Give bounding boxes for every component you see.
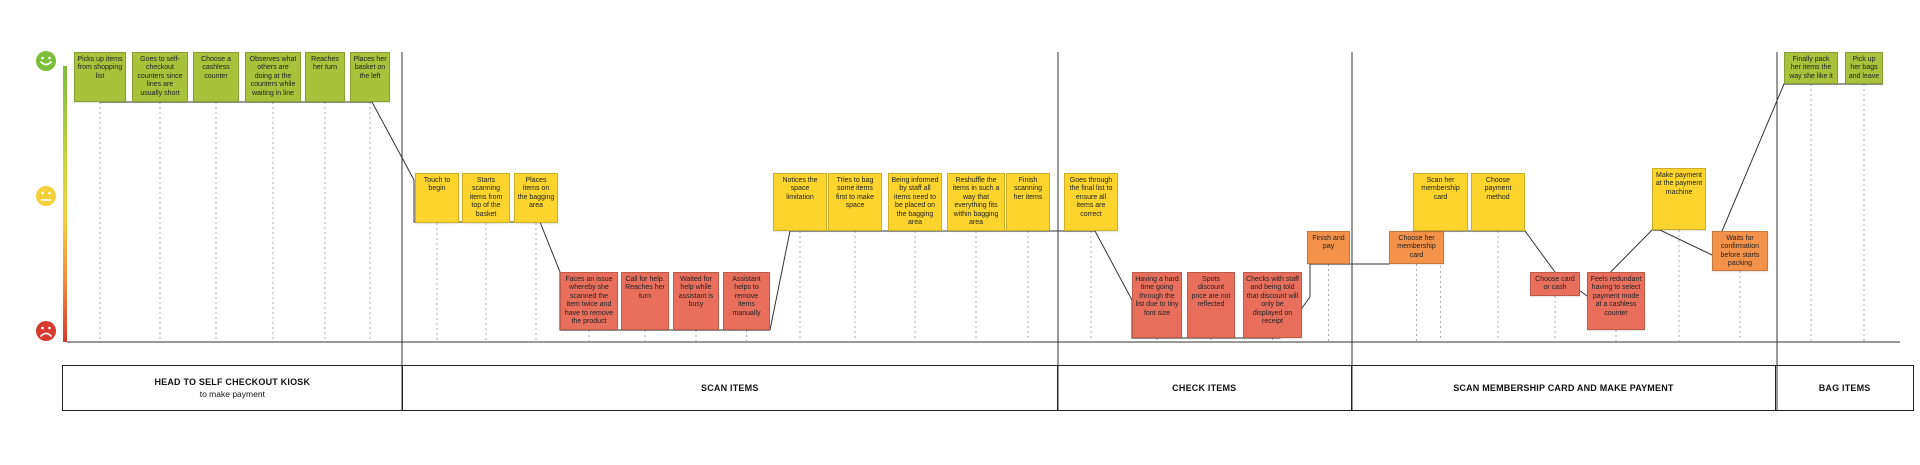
journey-note-text: Reaches her turn [311, 56, 339, 72]
journey-note: Pick up her bags and leave [1845, 52, 1883, 84]
stage-title: HEAD TO SELF CHECKOUT KIOSK [154, 377, 311, 387]
journey-note-text: Finish and pay [1312, 235, 1345, 251]
journey-note: Goes through the final list to ensure al… [1064, 173, 1118, 231]
journey-note-text: Places items on the bagging area [517, 177, 555, 210]
journey-note-text: Faces an issue whereby she scanned the i… [564, 276, 614, 325]
journey-note: Touch to begin [415, 173, 459, 223]
journey-note-text: Tries to bag some items first to make sp… [835, 177, 875, 210]
stage-scan-membership-and-pay: SCAN MEMBERSHIP CARD AND MAKE PAYMENT [1352, 366, 1777, 410]
journey-note-text: Choose payment method [1484, 177, 1512, 201]
journey-note: Reaches her turn [305, 52, 345, 102]
journey-note-text: Touch to begin [423, 177, 451, 193]
journey-note-text: Observes what others are doing at the co… [249, 56, 297, 97]
journey-note-text: Choose her membership card [1397, 235, 1436, 259]
journey-note: Choose card or cash [1530, 272, 1580, 296]
journey-note: Scan her membership card [1413, 173, 1468, 231]
journey-note: Observes what others are doing at the co… [245, 52, 301, 102]
journey-note: Finally pack her items the way she like … [1784, 52, 1838, 84]
journey-note: Places her basket on the left [350, 52, 390, 102]
journey-note-text: Places her basket on the left [353, 56, 387, 80]
journey-note: Tries to bag some items first to make sp… [828, 173, 882, 231]
journey-note-text: Goes to self-checkout counters since lin… [137, 56, 183, 97]
journey-note-text: Picks up items from shopping list [77, 56, 123, 80]
journey-note: Finish scanning her items [1006, 173, 1050, 231]
stage-bag-items: BAG ITEMS [1776, 366, 1913, 410]
note-drop-lines [99, 84, 1865, 342]
stage-title: SCAN MEMBERSHIP CARD AND MAKE PAYMENT [1453, 383, 1674, 393]
journey-note-text: Goes through the final list to ensure al… [1069, 177, 1113, 218]
stage-title: SCAN ITEMS [701, 383, 759, 393]
journey-note: Spots discount price are not reflected [1187, 272, 1235, 338]
journey-note: Choose her membership card [1389, 231, 1444, 264]
journey-note-text: Make payment at the payment machine [1655, 172, 1703, 196]
journey-note: Choose a cashless counter [193, 52, 239, 102]
stage-head-to-kiosk: HEAD TO SELF CHECKOUT KIOSK to make paym… [63, 366, 403, 410]
journey-note: Places items on the bagging area [514, 173, 558, 223]
neutral-face-icon [36, 186, 56, 206]
journey-note-text: Checks with staff and being told that di… [1246, 276, 1299, 325]
journey-note: Starts scanning items from top of the ba… [462, 173, 510, 223]
stage-check-items: CHECK ITEMS [1058, 366, 1352, 410]
stage-title: CHECK ITEMS [1172, 383, 1237, 393]
journey-note-text: Starts scanning items from top of the ba… [469, 177, 503, 218]
journey-note-text: Spots discount price are not reflected [1191, 276, 1231, 309]
journey-note: Reshuffle the items in such a way that e… [947, 173, 1005, 231]
journey-note-text: Assistant helps to remove items manually [732, 276, 761, 317]
journey-note: Finish and pay [1307, 231, 1350, 264]
sad-face-icon [36, 321, 56, 341]
journey-note-text: Finally pack her items the way she like … [1789, 56, 1833, 80]
journey-note: Notices the space limitation [773, 173, 827, 231]
stage-bar: HEAD TO SELF CHECKOUT KIOSK to make paym… [62, 365, 1914, 411]
journey-note: Call for help. Reaches her turn [621, 272, 669, 330]
journey-note: Choose payment method [1471, 173, 1525, 231]
stage-title: BAG ITEMS [1818, 383, 1871, 393]
journey-note: Being informed by staff all items need t… [888, 173, 942, 231]
journey-note-text: Notices the space limitation [782, 177, 818, 201]
journey-note-text: Having a hard time going through the lis… [1135, 276, 1179, 317]
journey-note: Make payment at the payment machine [1652, 168, 1706, 230]
journey-note: Faces an issue whereby she scanned the i… [560, 272, 618, 330]
journey-note-text: Waited for help while assistant is busy [678, 276, 714, 309]
journey-note: Picks up items from shopping list [74, 52, 126, 102]
emotion-scale-bar [63, 66, 67, 342]
journey-note-text: Choose card or cash [1535, 276, 1575, 292]
journey-note-text: Finish scanning her items [1013, 177, 1043, 201]
journey-note-text: Scan her membership card [1421, 177, 1460, 201]
journey-note-text: Choose a cashless counter [201, 56, 231, 80]
happy-face-icon [36, 51, 56, 71]
journey-note-text: Feels redundant having to select payment… [1590, 276, 1642, 317]
journey-note: Waits for confirmation before starts pac… [1712, 231, 1768, 271]
journey-note: Assistant helps to remove items manually [723, 272, 770, 330]
stage-scan-items: SCAN ITEMS [403, 366, 1058, 410]
journey-note: Goes to self-checkout counters since lin… [132, 52, 188, 102]
journey-note: Checks with staff and being told that di… [1243, 272, 1302, 338]
journey-note-text: Pick up her bags and leave [1848, 56, 1880, 80]
stage-subtitle: to make payment [199, 389, 265, 399]
journey-note: Having a hard time going through the lis… [1132, 272, 1182, 338]
journey-note-text: Reshuffle the items in such a way that e… [952, 177, 1000, 226]
journey-note: Feels redundant having to select payment… [1587, 272, 1645, 330]
journey-note-text: Waits for confirmation before starts pac… [1720, 235, 1760, 268]
journey-note-text: Call for help. Reaches her turn [625, 276, 665, 300]
journey-note-text: Being informed by staff all items need t… [891, 177, 939, 226]
journey-note: Waited for help while assistant is busy [673, 272, 719, 330]
